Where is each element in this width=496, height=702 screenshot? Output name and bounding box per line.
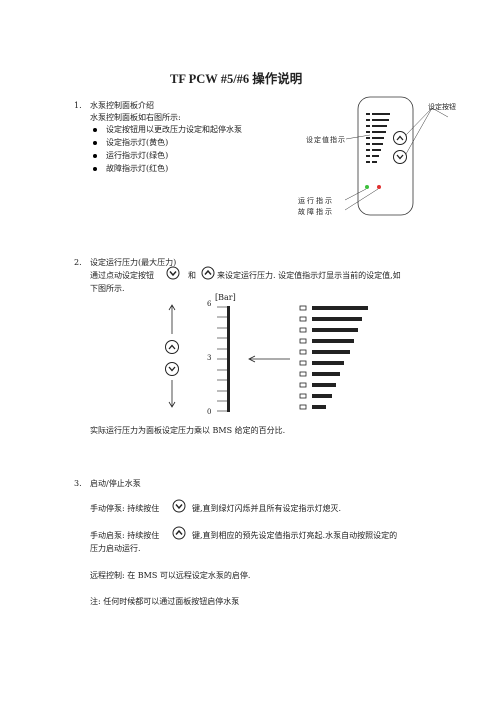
- section-3-note: 注: 任何时候都可以通过面板按钮启停水泵: [90, 597, 240, 606]
- down-button-icon: [166, 266, 180, 280]
- up-button-icon: [201, 266, 215, 280]
- bullet-item: 运行指示灯(绿色): [106, 151, 169, 160]
- down-button-icon: [172, 499, 186, 513]
- scale-down-button: [165, 362, 179, 376]
- indicator-bar: [312, 372, 340, 376]
- label-setting-indicator: 设定值指示: [306, 136, 346, 144]
- indicator-bar: [312, 339, 354, 343]
- panel-outline: [357, 96, 414, 216]
- indicator-bar: [312, 350, 350, 354]
- section-2-text: 来设定运行压力. 设定值指示灯显示当前的设定值,如: [217, 271, 401, 280]
- manual-stop-text: 手动停泵: 持续按住: [90, 504, 160, 513]
- bullet-icon: [93, 167, 97, 171]
- indicator-bar: [372, 155, 379, 157]
- bullet-item: 设定按钮用以更改压力设定和起停水泵: [106, 125, 242, 134]
- scale-tick-label: 6: [207, 300, 212, 308]
- indicator-bar: [312, 328, 358, 332]
- run-led: [365, 185, 369, 189]
- panel-up-button: [393, 131, 407, 145]
- pressure-scale-figure: [165, 304, 368, 412]
- indicator-bar: [372, 131, 386, 133]
- indicator-bar: [372, 119, 389, 121]
- section-2-text: 通过点动设定按钮: [90, 271, 154, 280]
- scale-rule: [227, 306, 230, 412]
- scale-unit-label: [Bar]: [215, 293, 236, 302]
- section-2-note: 实际运行压力为面板设定压力乘以 BMS 给定的百分比.: [90, 426, 286, 435]
- manual-start-text: 手动启泵: 持续按住: [90, 531, 160, 540]
- bullet-item: 故障指示灯(红色): [106, 164, 169, 173]
- section-2-text: 下图所示.: [90, 284, 125, 293]
- indicator-bar: [372, 113, 390, 115]
- manual-start-text: 键,直到相应的预先设定值指示灯亮起.水泵自动按照设定的: [192, 531, 398, 540]
- indicator-bar: [372, 125, 387, 127]
- scale-tick-label: 0: [207, 408, 212, 416]
- indicator-bar: [312, 383, 336, 387]
- indicator-bar: [372, 149, 381, 151]
- indicator-bar: [372, 143, 383, 145]
- section-2-number: 2.: [74, 258, 82, 267]
- section-2-text: 和: [188, 271, 196, 280]
- panel-down-button: [393, 150, 407, 164]
- setting-indicator-bars: [366, 113, 390, 163]
- section-1-heading: 水泵控制面板介绍: [90, 101, 154, 110]
- bullet-icon: [93, 154, 97, 158]
- section-1-number: 1.: [74, 101, 82, 110]
- indicator-bar: [372, 137, 384, 139]
- bullet-item: 设定指示灯(黄色): [106, 138, 169, 147]
- label-run-indicator: 运行指示: [298, 197, 334, 205]
- bullet-icon: [93, 128, 97, 132]
- label-setting-buttons: 设定按钮: [428, 103, 456, 111]
- indicator-bar: [372, 161, 377, 163]
- scale-up-button: [165, 340, 179, 354]
- section-2-heading: 设定运行压力(最大压力): [90, 258, 177, 267]
- page-title: TF PCW #5/#6 操作说明: [170, 72, 303, 86]
- indicator-bar: [312, 394, 332, 398]
- indicator-bar: [312, 361, 344, 365]
- fault-led: [377, 185, 381, 189]
- section-3-number: 3.: [74, 479, 82, 488]
- label-fault-indicator: 故障指示: [298, 208, 334, 216]
- section-3-heading: 启动/停止水泵: [90, 479, 141, 488]
- bullet-icon: [93, 141, 97, 145]
- control-panel-figure: [344, 96, 449, 216]
- up-button-icon: [172, 526, 186, 540]
- remote-control-text: 远程控制: 在 BMS 可以远程设定水泵的启停.: [90, 571, 251, 580]
- indicator-bar: [312, 317, 362, 321]
- manual-start-text: 压力启动运行.: [90, 544, 141, 553]
- scale-tick-label: 3: [207, 354, 212, 362]
- indicator-bar: [312, 405, 326, 409]
- section-1-intro: 水泵控制面板如右图所示:: [90, 113, 181, 122]
- indicator-bar: [312, 306, 368, 310]
- manual-stop-text: 键,直到绿灯闪烁并且所有设定指示灯熄灭.: [192, 504, 342, 513]
